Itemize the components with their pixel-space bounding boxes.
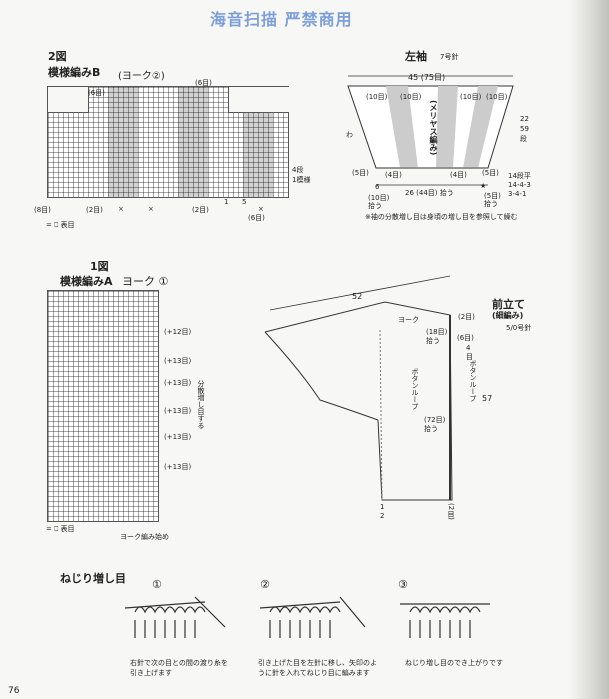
sleeve-label-4a: (4目)	[385, 171, 402, 179]
watermark: 海音扫描 严禁商用	[210, 10, 353, 29]
band-title: 前立て	[492, 298, 525, 311]
fig2-bottom-1: 1	[224, 198, 229, 206]
sleeve-diagram	[347, 75, 514, 186]
fig1-start: ヨーク編み始め	[120, 533, 169, 541]
sleeve-note: ※袖の分散増し目は身頃の増し目を参照して繰む	[365, 213, 518, 221]
fig2-bottom-2b: (2目)	[192, 206, 209, 214]
fig2-yoke: (ヨーク②)	[118, 71, 165, 82]
body-label-18: (18目) 拾う	[426, 328, 448, 345]
fig2-label-6-left: (6目)	[195, 79, 212, 87]
sleeve-bottom-5: (5目) 拾う	[484, 192, 501, 208]
sleeve-needle: 7号針	[440, 53, 459, 61]
sleeve-height: 22 59 段	[520, 115, 529, 143]
sleeve-bottom-10: (10目) 拾う	[368, 194, 390, 210]
sleeve-wa: わ	[346, 131, 353, 139]
body-diagram	[264, 275, 453, 501]
sleeve-label-4b: (4目)	[450, 171, 467, 179]
twist-illustrations	[125, 596, 490, 638]
fig2-bottom-5: 5	[242, 198, 247, 206]
fig1-chart	[47, 290, 159, 522]
sleeve-label-10c: (10目)	[460, 93, 482, 101]
sleeve-label-5b: (5目)	[482, 169, 499, 177]
body-label-2: (2目)	[458, 313, 475, 321]
page-spine	[569, 0, 609, 699]
body-label-72: (72目) 拾う	[424, 416, 446, 433]
body-bottom-right: (2目)	[447, 503, 455, 520]
fig2-chart	[47, 86, 289, 198]
fig2-bottom-6: (6目)	[248, 214, 265, 222]
fig1-vertical-label: 分散増し目する	[197, 380, 205, 429]
band-sub: (細編み)	[492, 311, 524, 320]
fig2-side-note: 4段 1模様	[292, 166, 311, 184]
twist-step3: ③	[398, 578, 408, 591]
button-loop-left: ボタンループ	[411, 368, 419, 410]
fig1-inc-5: (+13目)	[164, 463, 192, 471]
twist-caption-2: 引き上げた目を左針に移し、矢印のよ うに針を入れてねじり目に編みます	[258, 659, 377, 677]
fig1-inc-0: (+12目)	[164, 328, 192, 336]
page-number: 76	[8, 686, 20, 696]
fig2-bottom-x2: ×	[148, 205, 154, 213]
body-label-4: 4 目	[466, 344, 473, 361]
twist-caption-3: ねじり増し目のでき上がりです	[405, 659, 503, 667]
body-width: 52	[352, 292, 363, 301]
sleeve-label-10b: (10目)	[400, 93, 422, 101]
fig2-bottom-x3: ×	[258, 205, 264, 213]
sleeve-rows: 14段平 14-4-3 3-4-1	[508, 172, 531, 198]
button-loop-right: ボタンループ	[469, 360, 477, 402]
fig2-bottom-2a: (2目)	[86, 206, 103, 214]
twist-step2: ②	[260, 578, 270, 591]
fig2-bottom-8: (8目)	[34, 206, 51, 214]
fig2-bottom-x1: ×	[118, 205, 124, 213]
fig1-subtitle: 模様編みA	[60, 275, 113, 288]
band-needle: 5/0号針	[506, 324, 532, 332]
twist-caption-1: 右針で次の目との間の渡り糸を 引き上げます	[130, 659, 228, 677]
sleeve-label-10d: (10目)	[486, 93, 508, 101]
twist-step1: ①	[152, 578, 162, 591]
sleeve-star: ★	[480, 182, 487, 190]
sleeve-label-10a: (10目)	[366, 93, 388, 101]
body-height: 57	[482, 394, 493, 403]
fig1-yoke: ヨーク ①	[122, 275, 169, 288]
fig2-subtitle: 模様編みB	[48, 66, 101, 79]
fig1-inc-1: (+13目)	[164, 357, 192, 365]
twist-title: ねじり増し目	[60, 572, 126, 585]
fig2-label-6-top: (6目)	[88, 89, 105, 97]
fig1-inc-4: (+13目)	[164, 433, 192, 441]
fig2-legend: = ⎕ 表目	[46, 221, 75, 229]
body-yoke: ヨーク	[398, 316, 419, 324]
sleeve-title: 左袖	[405, 50, 427, 63]
sleeve-label-5a: (5目)	[352, 169, 369, 177]
sleeve-bottom-26: 26 (44目) 拾う	[405, 189, 454, 197]
sleeve-bottom-6: 6	[375, 183, 380, 191]
fig1-legend: = ⎕ 表目	[46, 525, 75, 533]
fig1-inc-2: (+13目)	[164, 379, 192, 387]
fig1-inc-3: (+13目)	[164, 407, 192, 415]
body-label-6: (6目)	[457, 334, 474, 342]
fig1-title: 1図	[90, 260, 109, 273]
sleeve-pattern: (メリヤス編み)	[429, 100, 438, 156]
body-bottom-left: 1 2	[380, 503, 385, 520]
sleeve-width: 45 (75目)	[408, 73, 446, 82]
fig2-title: 2図	[48, 50, 67, 63]
